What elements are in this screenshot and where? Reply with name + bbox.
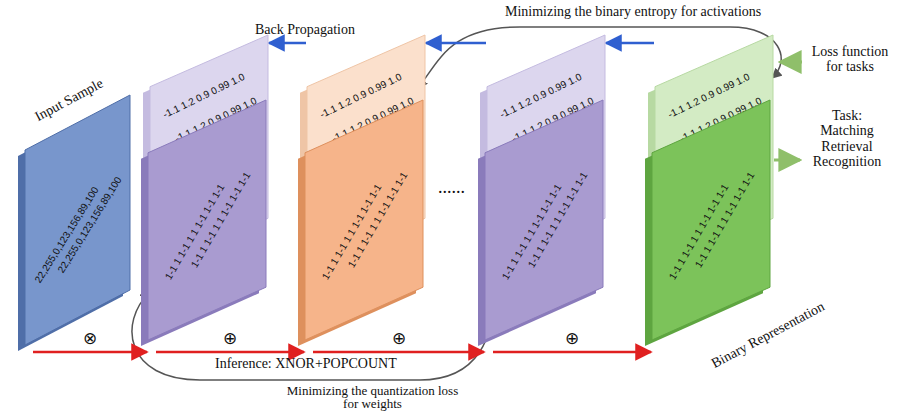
inference-arrow	[156, 351, 304, 354]
operator-symbol: ⊕	[390, 330, 408, 349]
ellipsis: ......	[438, 178, 465, 198]
inference-arrow	[33, 351, 147, 354]
backprop-arrow	[269, 42, 306, 45]
quantization-label: Minimizing the quantization loss for wei…	[280, 384, 465, 410]
loss-arrow	[780, 61, 802, 64]
operator-symbol: ⊕	[563, 330, 581, 349]
inference-arrow	[493, 351, 651, 354]
input-panel: Input Sample22,255,0,123,156,89,10022,25…	[25, 95, 130, 345]
operator-symbol: ⊕	[221, 330, 239, 349]
task-arrow	[774, 159, 800, 162]
panel-face	[305, 100, 423, 340]
backprop-arrow	[606, 42, 654, 45]
entropy-label: Minimizing the binary entropy for activa…	[505, 4, 761, 19]
inference-label: Inference: XNOR+POPCOUNT	[215, 356, 397, 371]
backprop-label: Back Propagation	[255, 22, 355, 37]
inference-arrow	[313, 351, 484, 354]
panel-face	[148, 100, 266, 340]
binary-layer: 1-1 1 1-1 1 1 1-1 1-1 1-11-1 1 1-1 1 1 1…	[148, 100, 266, 340]
panel-face	[485, 100, 603, 340]
binary-layer: 1-1 1 1-1 1 1 1-1 1-1 1-11-1 1 1-1 1 1 1…	[305, 100, 423, 340]
task-label: Task: Matching Retrieval Recognition	[806, 108, 888, 170]
panel-face	[652, 100, 770, 340]
binary-layer: 1-1 1 1-1 1 1 1-1 1-1 1-11-1 1 1-1 1 1 1…	[485, 100, 603, 340]
loss-label: Loss function for tasks	[806, 44, 894, 75]
operator-symbol: ⊗	[81, 330, 99, 349]
panel-face	[25, 95, 130, 345]
backprop-arrow	[426, 42, 486, 45]
representation-label: Binary Representation	[709, 299, 827, 372]
binary-layer: 1-1 1 1-1 1 1 1-1 1-1 1-11-1 1 1-1 1 1 1…	[652, 100, 770, 340]
